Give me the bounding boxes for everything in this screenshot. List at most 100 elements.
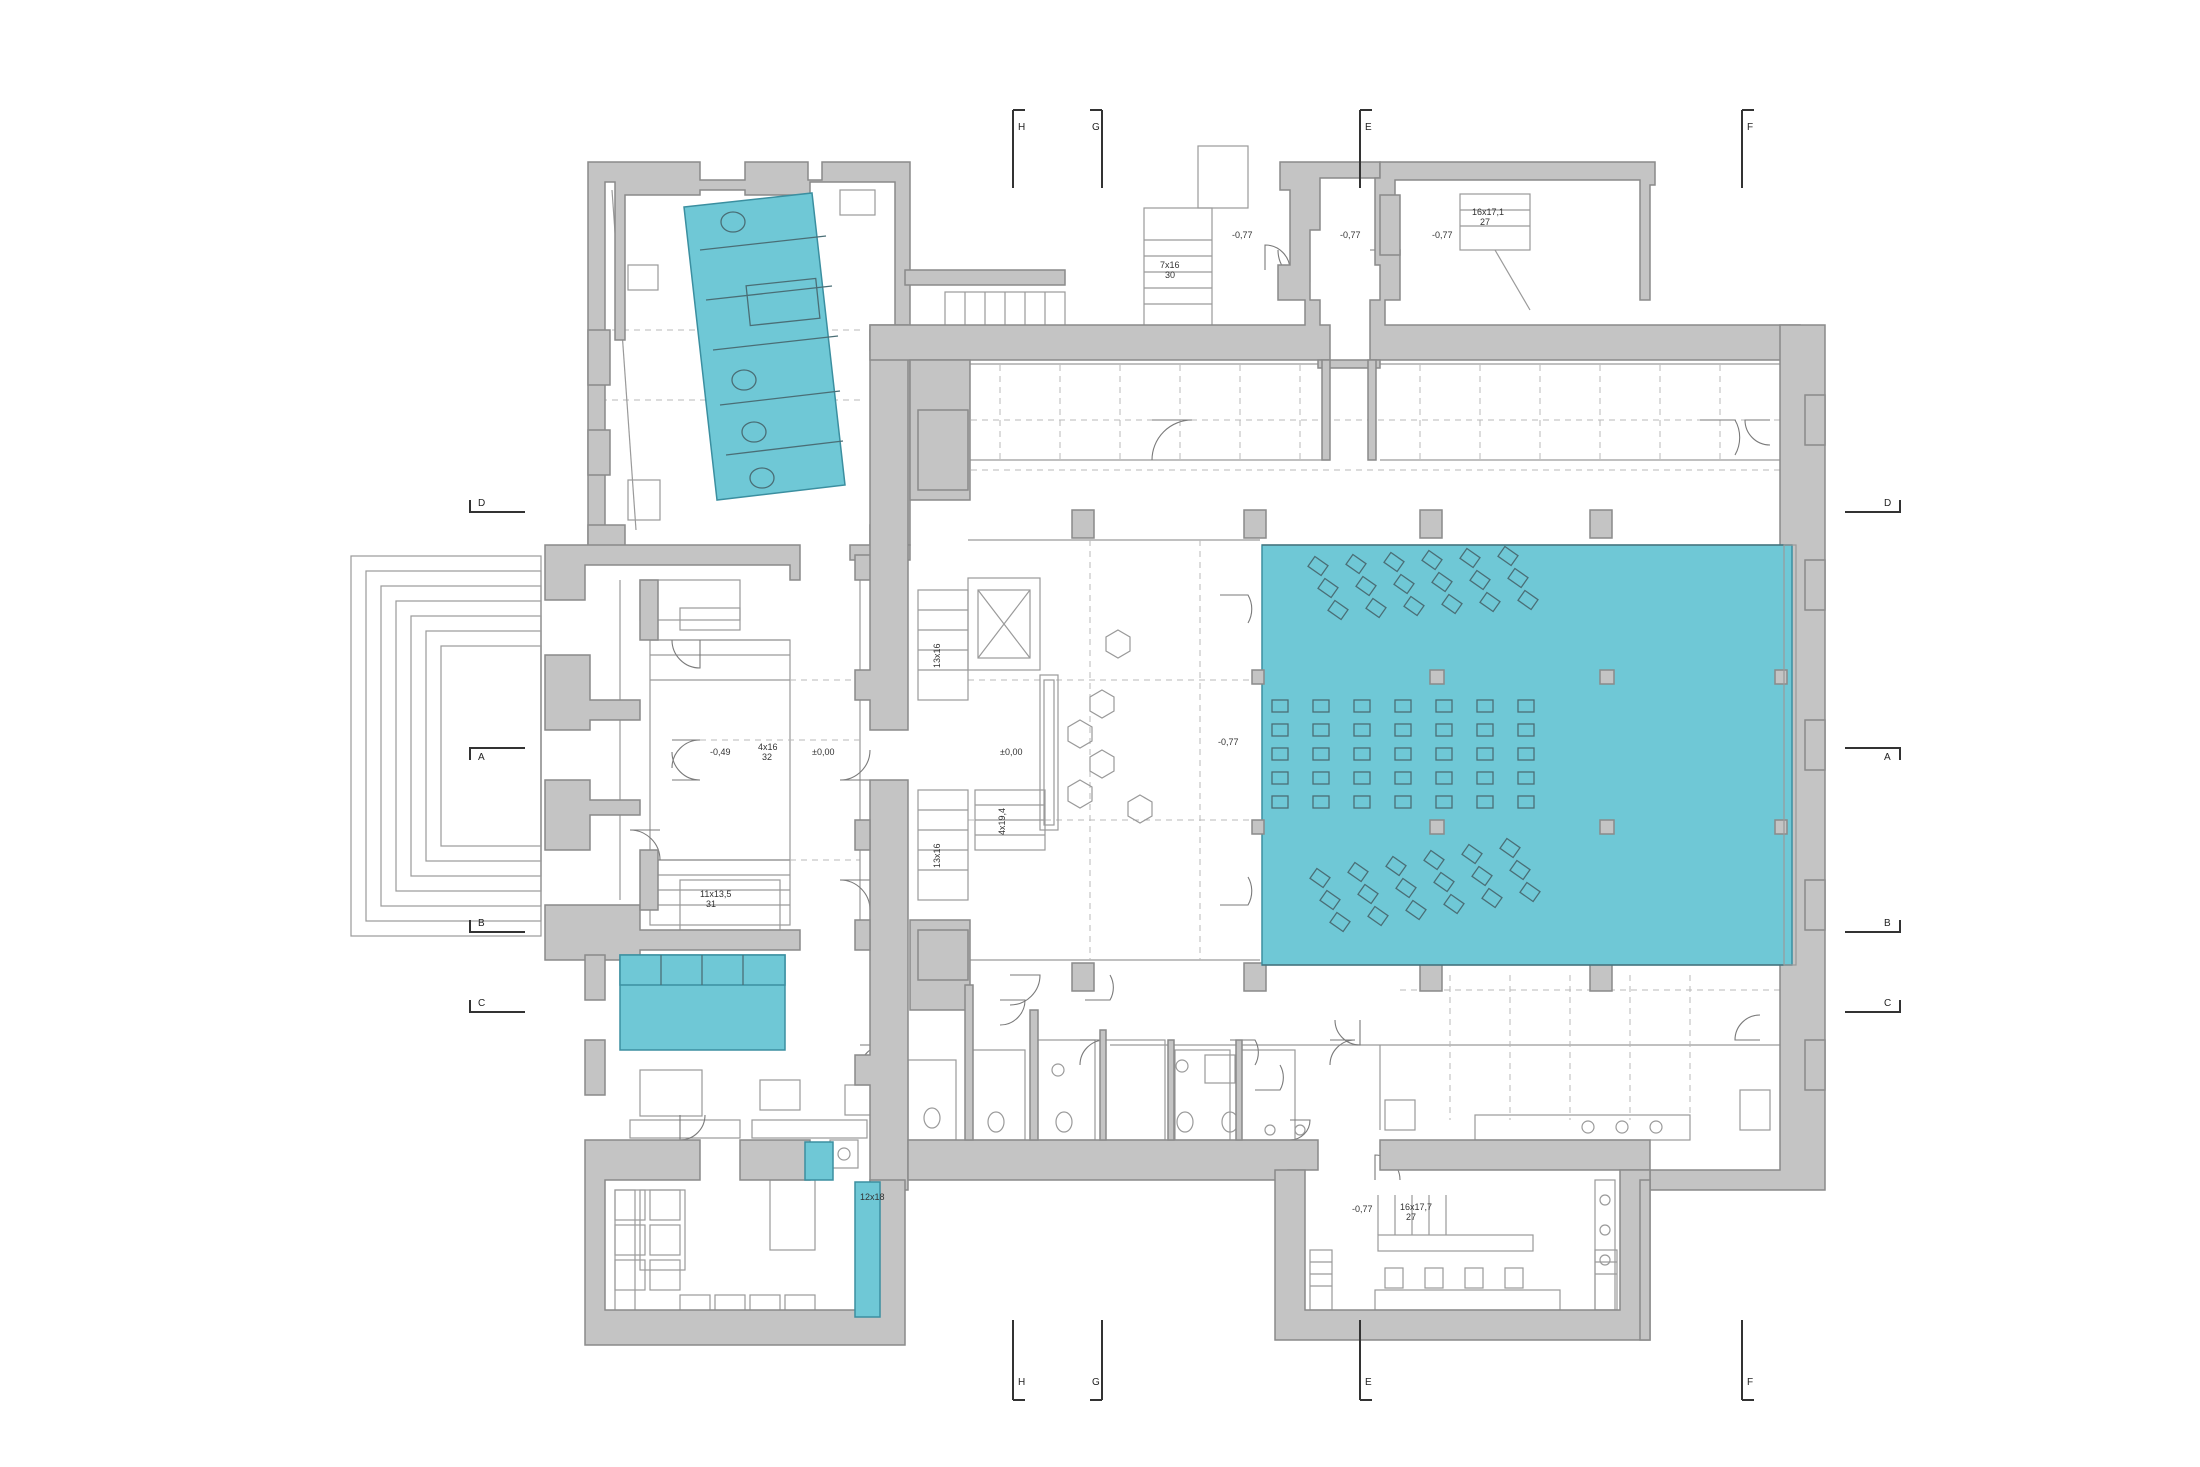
marker-g-top: G [1092,122,1100,133]
seat [1517,747,1535,761]
marker-a-left: A [478,752,485,763]
annotations: -0,77 -0,77 -0,77 16x17,1 27 7x16 30 -0,… [700,207,1504,1222]
seat [1435,795,1453,809]
section-markers [469,109,1901,1401]
seat [1271,747,1289,761]
seat [1347,861,1369,883]
marker-h-bottom: H [1018,1377,1025,1388]
stair-bottom-right-2: 27 [1406,1212,1416,1222]
marker-c-left: C [478,998,485,1009]
seat [1312,723,1330,737]
seat [1435,771,1453,785]
stair-bottom-right-1: 16x17,7 [1400,1202,1432,1212]
marker-e-bottom: E [1365,1377,1372,1388]
seat [1271,795,1289,809]
seat [1355,575,1377,597]
seat [1357,883,1379,905]
walls [544,161,1826,1346]
seat [1271,771,1289,785]
seat [1481,887,1503,909]
seat [1307,555,1329,577]
marker-d-right: D [1884,498,1891,509]
seat [1435,699,1453,713]
seat [1476,795,1494,809]
seat [1405,899,1427,921]
seat [1271,723,1289,737]
reading-table-zone [683,192,846,501]
stair-top-right-2: 27 [1480,217,1490,227]
seat [1435,723,1453,737]
seat [1497,545,1519,567]
seat [1309,867,1331,889]
seat [1471,865,1493,887]
seat [1394,699,1412,713]
stair-core-mid: 4x19,4 [997,808,1007,835]
seat [1353,747,1371,761]
seat [1319,889,1341,911]
seat [1353,699,1371,713]
seat [1421,549,1443,571]
stair-entry-2: 32 [762,752,772,762]
seat [1509,859,1531,881]
seat [1431,571,1453,593]
seat [1441,593,1463,615]
seat [1353,723,1371,737]
seat [1423,849,1445,871]
seat [1394,771,1412,785]
seat [1395,877,1417,899]
seat [1476,747,1494,761]
seat [1367,905,1389,927]
seat [1312,699,1330,713]
seat [1517,589,1539,611]
seat [1353,771,1371,785]
marker-d-left: D [478,498,485,509]
seat [1517,699,1535,713]
seat [1519,881,1541,903]
marker-g-bottom: G [1092,1377,1100,1388]
stair-entry-1: 4x16 [758,742,778,752]
seat [1317,577,1339,599]
seat [1435,747,1453,761]
seat [1394,723,1412,737]
elev-000-b: ±0,00 [1000,747,1022,757]
seat [1443,893,1465,915]
auditorium-seats [1271,545,1541,933]
seat [1459,547,1481,569]
marker-b-left: B [478,918,485,929]
marker-e-top: E [1365,122,1372,133]
seat [1476,699,1494,713]
seat [1479,591,1501,613]
seat [1403,595,1425,617]
seat [1517,723,1535,737]
narrow-stair-zone [804,1141,834,1181]
marker-b-right: B [1884,918,1891,929]
marker-h-top: H [1018,122,1025,133]
stair-left-2: 31 [706,899,716,909]
seat [1312,795,1330,809]
seat [1433,871,1455,893]
seat [1517,795,1535,809]
seat [1327,599,1349,621]
elev-049: -0,49 [710,747,731,757]
stair-core-down: 13x16 [932,843,942,868]
marker-a-right: A [1884,752,1891,763]
seat [1383,551,1405,573]
seat [1517,771,1535,785]
highlight-zones [619,192,1797,1318]
elev-000-a: ±0,00 [812,747,834,757]
elev-077-bottom: -0,77 [1352,1204,1373,1214]
elev-077-top-c: -0,77 [1432,230,1453,240]
stair-top-mid-1: 7x16 [1160,260,1180,270]
seat [1393,573,1415,595]
fine-lines [350,145,1780,1321]
seat [1461,843,1483,865]
seat [1385,855,1407,877]
auditorium-zone [1261,544,1793,966]
seat [1394,795,1412,809]
stair-left-1: 11x13,5 [700,889,731,899]
elev-077-top-b: -0,77 [1340,230,1361,240]
elev-077-hall: -0,77 [1218,737,1239,747]
stair-top-right-1: 16x17,1 [1472,207,1504,217]
seat [1329,911,1351,933]
stair-core-up: 13x16 [932,643,942,668]
